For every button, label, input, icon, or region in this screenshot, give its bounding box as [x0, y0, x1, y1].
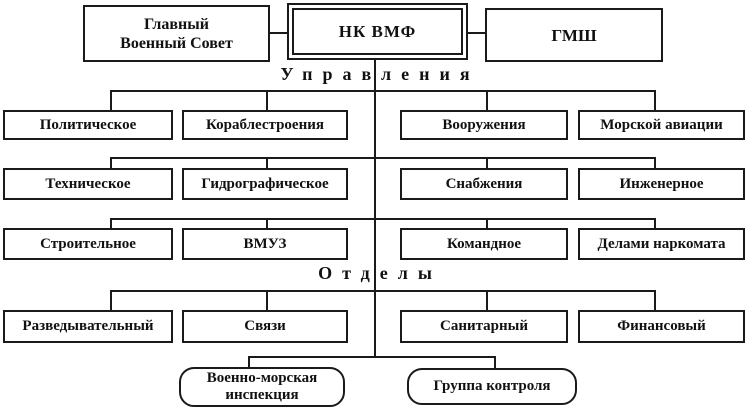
drop-line	[486, 290, 488, 312]
box-korablestroeniya: Кораблестроения	[182, 110, 348, 140]
box-morskoy-aviatsii: Морской авиации	[578, 110, 745, 140]
box-label: Гидрографическое	[201, 175, 329, 192]
drop-line	[110, 90, 112, 112]
box-label: Кораблестроения	[206, 116, 324, 133]
box-vmuz: ВМУЗ	[182, 228, 348, 260]
box-label: Вооружения	[442, 116, 526, 133]
box-label: Санитарный	[439, 318, 528, 334]
box-label: ГМШ	[551, 25, 597, 45]
section-label-upravleniya: Управления	[280, 64, 480, 84]
drop-line	[110, 157, 112, 170]
box-label: Морской авиации	[600, 116, 723, 133]
bus-line-row4	[110, 290, 656, 292]
box-label: Строительное	[40, 235, 136, 252]
drop-line	[494, 356, 496, 370]
bus-line-row2	[110, 157, 656, 159]
box-nk-vmf: НК ВМФ	[287, 3, 468, 60]
section-label-otdely: Отделы	[318, 263, 442, 283]
bus-line-bottom	[248, 356, 496, 358]
box-finansovy: Финансовый	[578, 310, 745, 343]
box-politicheskoe: Политическое	[3, 110, 173, 140]
box-label: Инженерное	[619, 175, 704, 192]
box-label: Техническое	[45, 175, 131, 192]
connector-top-right	[468, 32, 485, 34]
drop-line	[486, 157, 488, 170]
bus-line-row1	[110, 90, 656, 92]
box-label: НК ВМФ	[338, 22, 417, 41]
drop-line	[266, 157, 268, 170]
box-vooruzheniya: Вооружения	[400, 110, 568, 140]
box-inzhenernoe: Инженерное	[578, 168, 745, 200]
center-trunk-line	[374, 58, 376, 358]
box-glavny-voenny-sovet: Главный Военный Совет	[83, 5, 270, 62]
box-razvedyvatelny: Разведывательный	[3, 310, 173, 343]
drop-line	[486, 90, 488, 112]
drop-line	[266, 90, 268, 112]
box-label: Разведывательный	[22, 318, 154, 334]
box-snabzheniya: Снабжения	[400, 168, 568, 200]
drop-line	[248, 356, 250, 369]
box-nk-vmf-inner-frame: НК ВМФ	[292, 8, 463, 55]
drop-line	[486, 218, 488, 230]
box-delami-narkomata: Делами наркомата	[578, 228, 745, 260]
drop-line	[266, 218, 268, 230]
drop-line	[654, 90, 656, 112]
box-tekhnicheskoe: Техническое	[3, 168, 173, 200]
box-gruppa-kontrolya: Группа контроля	[407, 368, 577, 405]
box-label: Делами наркомата	[597, 235, 726, 252]
drop-line	[110, 218, 112, 230]
box-label-line: Военный Совет	[120, 34, 233, 52]
box-komandnoe: Командное	[400, 228, 568, 260]
drop-line	[266, 290, 268, 312]
box-label: ВМУЗ	[243, 235, 287, 252]
box-voenno-morskaya-inspektsiya: Военно-морская инспекция	[179, 367, 345, 407]
box-sanitarny: Санитарный	[400, 310, 568, 343]
box-gmsh: ГМШ	[485, 8, 663, 62]
box-label: Снабжения	[445, 175, 523, 192]
box-svyazi: Связи	[182, 310, 348, 343]
bus-line-row3	[110, 218, 656, 220]
box-label: Группа контроля	[433, 378, 551, 394]
connector-top-left	[270, 32, 287, 34]
box-label: Командное	[447, 235, 521, 252]
drop-line	[654, 290, 656, 312]
box-label: Связи	[244, 318, 286, 334]
box-label: Политическое	[39, 116, 137, 133]
box-label-line: Военно-морская	[206, 370, 318, 386]
box-label-line: инспекция	[225, 387, 299, 403]
drop-line	[110, 290, 112, 312]
box-stroitelnoe: Строительное	[3, 228, 173, 260]
drop-line	[654, 157, 656, 170]
drop-line	[654, 218, 656, 230]
box-gidrograficheskoe: Гидрографическое	[182, 168, 348, 200]
box-label-line: Главный	[144, 15, 209, 33]
box-label: Финансовый	[617, 318, 706, 334]
